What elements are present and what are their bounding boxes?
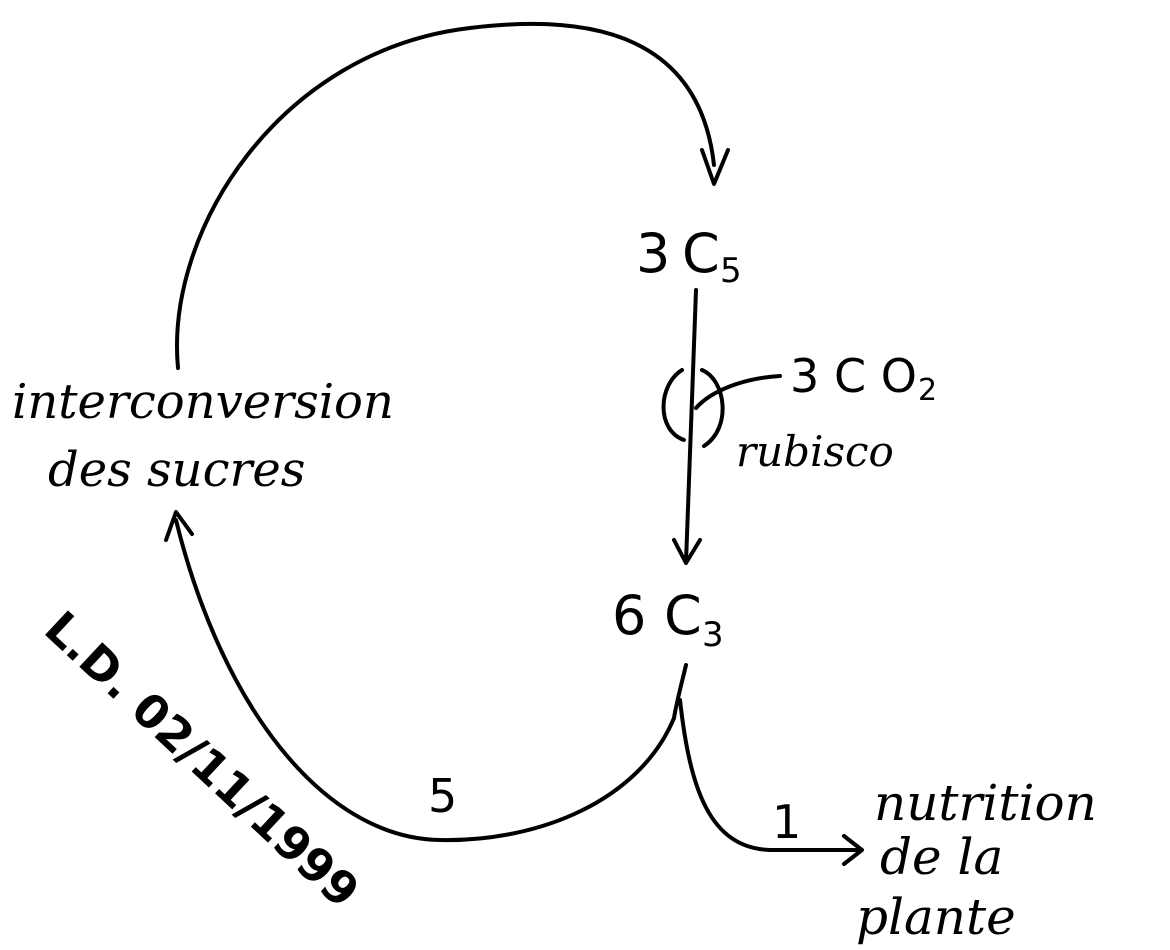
c3-node: 6 C 3 bbox=[612, 584, 724, 655]
rubisco-bracket-left bbox=[661, 368, 686, 442]
c3-split-stem bbox=[672, 663, 688, 720]
c5-coefficient: 3 bbox=[636, 222, 670, 285]
c3-subscript: 3 bbox=[702, 615, 724, 655]
sugars-edge-count: 5 bbox=[428, 769, 457, 823]
carboxylation-arrow bbox=[684, 288, 698, 564]
nutrition-arrowhead bbox=[842, 834, 864, 866]
rubisco-bracket-right bbox=[700, 368, 725, 448]
carboxylation-arrowhead bbox=[672, 538, 702, 565]
nutrition-label-line3: plante bbox=[856, 888, 1016, 946]
co2-node: 3 C O 2 bbox=[790, 349, 937, 408]
co2-input-arrow bbox=[694, 374, 782, 410]
c5-subscript: 5 bbox=[720, 251, 742, 291]
sugars-return-arrow bbox=[174, 518, 676, 843]
co2-formula: C O bbox=[834, 349, 917, 403]
c3-letter: C bbox=[664, 584, 702, 647]
co2-coefficient: 3 bbox=[790, 349, 819, 403]
c3-coefficient: 6 bbox=[612, 584, 646, 647]
nutrition-edge-count: 1 bbox=[772, 795, 801, 849]
nutrition-label-line2: de la bbox=[880, 828, 1003, 886]
regeneration-arrow bbox=[175, 21, 716, 370]
author-signature: L.D. 02/11/1999 bbox=[34, 601, 369, 919]
rubisco-label: rubisco bbox=[736, 427, 894, 476]
sugars-return-arrowhead bbox=[164, 510, 194, 542]
nutrition-label-line1: nutrition bbox=[874, 774, 1097, 832]
nutrition-arrow bbox=[678, 698, 862, 852]
c5-node: 3 C 5 bbox=[636, 222, 742, 291]
c5-letter: C bbox=[682, 222, 720, 285]
co2-subscript: 2 bbox=[918, 373, 937, 408]
sugars-label-line2: des sucres bbox=[48, 442, 305, 498]
sugars-label-line1: interconversion bbox=[12, 374, 394, 430]
regeneration-arrowhead bbox=[700, 148, 730, 186]
